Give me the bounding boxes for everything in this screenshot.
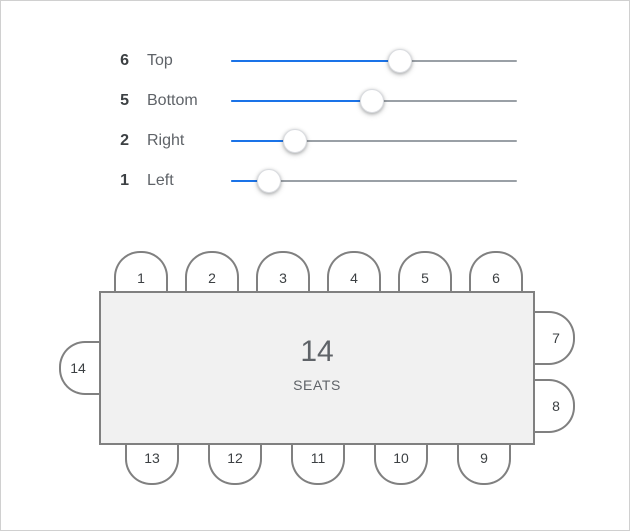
seat-label: 12 bbox=[227, 450, 243, 466]
slider-row-bottom: 5 Bottom bbox=[1, 81, 629, 121]
top-slider[interactable] bbox=[231, 41, 517, 81]
right-slider-value: 2 bbox=[120, 132, 129, 149]
seat-label: 2 bbox=[208, 270, 216, 286]
top-slider-value: 6 bbox=[120, 52, 129, 69]
seat-bottom-11[interactable]: 11 bbox=[291, 443, 345, 485]
seat-right-8[interactable]: 8 bbox=[533, 379, 575, 433]
seat-label: 9 bbox=[480, 450, 488, 466]
right-slider-thumb[interactable] bbox=[283, 129, 307, 153]
left-slider-track[interactable] bbox=[231, 180, 517, 182]
left-slider-fill bbox=[231, 180, 269, 182]
seat-top-2[interactable]: 2 bbox=[185, 251, 239, 293]
seat-right-7[interactable]: 7 bbox=[533, 311, 575, 365]
seat-label: 3 bbox=[279, 270, 287, 286]
seat-bottom-13[interactable]: 13 bbox=[125, 443, 179, 485]
top-slider-fill bbox=[231, 60, 400, 62]
bottom-slider[interactable] bbox=[231, 81, 517, 121]
seat-top-5[interactable]: 5 bbox=[398, 251, 452, 293]
seat-bottom-9[interactable]: 9 bbox=[457, 443, 511, 485]
bottom-slider-label: Bottom bbox=[147, 92, 198, 109]
slider-row-top: 6 Top bbox=[1, 41, 629, 81]
left-slider-thumb[interactable] bbox=[257, 169, 281, 193]
seat-label: 1 bbox=[137, 270, 145, 286]
slider-row-right: 2 Right bbox=[1, 121, 629, 161]
seat-label: 4 bbox=[350, 270, 358, 286]
right-slider-label: Right bbox=[147, 132, 185, 149]
seat-top-3[interactable]: 3 bbox=[256, 251, 310, 293]
right-slider-track[interactable] bbox=[231, 140, 517, 142]
table-surface[interactable]: 14 SEATS bbox=[99, 291, 535, 445]
left-slider[interactable] bbox=[231, 161, 517, 201]
seat-label: 7 bbox=[552, 330, 560, 346]
seat-label: 13 bbox=[144, 450, 160, 466]
top-slider-thumb[interactable] bbox=[388, 49, 412, 73]
seat-label: 10 bbox=[393, 450, 409, 466]
seat-count: 14 bbox=[300, 335, 334, 368]
right-slider[interactable] bbox=[231, 121, 517, 161]
seat-label: 5 bbox=[421, 270, 429, 286]
left-slider-value: 1 bbox=[120, 172, 129, 189]
seat-bottom-12[interactable]: 12 bbox=[208, 443, 262, 485]
slider-row-left: 1 Left bbox=[1, 161, 629, 201]
seat-top-6[interactable]: 6 bbox=[469, 251, 523, 293]
top-slider-label: Top bbox=[147, 52, 173, 69]
slider-panel: 6 Top 5 Bottom 2 Right bbox=[1, 41, 629, 201]
seat-bottom-10[interactable]: 10 bbox=[374, 443, 428, 485]
seat-label: 11 bbox=[310, 450, 326, 466]
seat-top-4[interactable]: 4 bbox=[327, 251, 381, 293]
seat-left-14[interactable]: 14 bbox=[59, 341, 101, 395]
seat-label: 8 bbox=[552, 398, 560, 414]
left-slider-label: Left bbox=[147, 172, 174, 189]
bottom-slider-value: 5 bbox=[120, 92, 129, 109]
seat-count-unit: SEATS bbox=[293, 377, 341, 393]
seat-label: 6 bbox=[492, 270, 500, 286]
seat-top-1[interactable]: 1 bbox=[114, 251, 168, 293]
seat-label: 14 bbox=[70, 360, 86, 376]
right-slider-fill bbox=[231, 140, 295, 142]
bottom-slider-thumb[interactable] bbox=[360, 89, 384, 113]
bottom-slider-fill bbox=[231, 100, 372, 102]
